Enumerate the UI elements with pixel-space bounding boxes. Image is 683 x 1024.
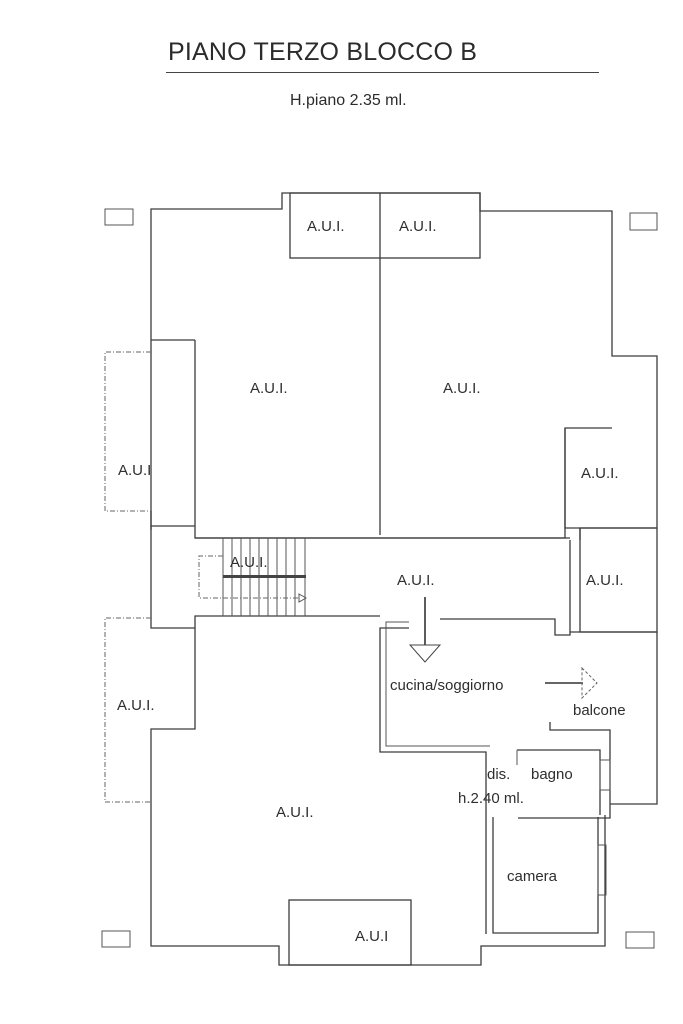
- corner-marker-bottom-left: [101, 930, 131, 948]
- unit-label-stairwell: A.U.I.: [230, 554, 268, 571]
- floor-height-note: H.piano 2.35 ml.: [290, 92, 407, 109]
- corner-marker-top-left: [104, 208, 134, 226]
- apartment-height-note: h.2.40 ml.: [458, 790, 524, 807]
- unit-label-landing: A.U.I.: [397, 572, 435, 589]
- stair-core: [150, 526, 570, 629]
- unit-label-left-wing-upper: A.U.I: [118, 462, 151, 479]
- apartment-outline: [379, 540, 658, 934]
- unit-label-bottom-small: A.U.I: [355, 928, 388, 945]
- left-wing-lower-outline: [104, 617, 151, 803]
- balcony-arrow-icon: [545, 666, 598, 700]
- corner-marker-top-right: [629, 212, 658, 231]
- room-label-disimpegno: dis.: [487, 766, 510, 783]
- page-title: PIANO TERZO BLOCCO B: [168, 38, 478, 66]
- right-wing-upper-outline: [564, 428, 657, 529]
- bottom-small-unit-outline: [288, 899, 412, 966]
- unit-label-lower-left-large: A.U.I.: [276, 804, 314, 821]
- title-underline: [166, 72, 599, 73]
- entrance-arrow-icon: [408, 597, 442, 663]
- room-label-bagno: bagno: [531, 766, 573, 783]
- unit-label-top-small-left: A.U.I.: [307, 218, 345, 235]
- unit-label-upper-right-large: A.U.I.: [443, 380, 481, 397]
- upper-block: [150, 192, 658, 540]
- room-label-cucina-soggiorno: cucina/soggiorno: [390, 677, 503, 694]
- unit-label-left-wing-lower: A.U.I.: [117, 697, 155, 714]
- unit-label-right-wing-middle: A.U.I.: [586, 572, 624, 589]
- room-label-camera: camera: [507, 868, 558, 885]
- unit-label-right-wing-upper: A.U.I.: [581, 465, 619, 482]
- unit-label-upper-left-large: A.U.I.: [250, 380, 288, 397]
- left-wing-upper-outline: [104, 351, 151, 512]
- room-label-balcone: balcone: [573, 702, 626, 719]
- unit-label-top-small-right: A.U.I.: [399, 218, 437, 235]
- stair-arrow-icon: [298, 593, 308, 603]
- corner-marker-bottom-right: [625, 931, 655, 949]
